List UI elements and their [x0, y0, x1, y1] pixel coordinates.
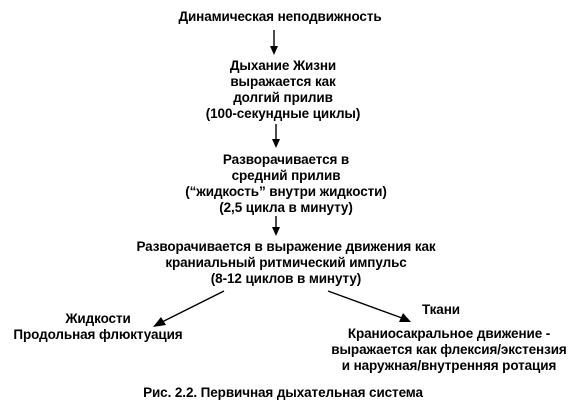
- mid-tide-node: Разворачивается в средний прилив (“жидко…: [185, 152, 387, 216]
- craniosacral-line-1: Краниосакральное движение -: [347, 326, 551, 341]
- craniosacral-line-3: и наружная/внутренняя ротация: [341, 358, 557, 373]
- breath-line-1: Дыхание Жизни: [229, 58, 337, 73]
- fluids-node: Жидкости Продольная флюктуация: [13, 311, 182, 343]
- arrow-midtide-to-expression: [272, 216, 280, 236]
- arrow-top-to-breath: [270, 30, 278, 55]
- tissues-title: Ткани: [422, 302, 460, 318]
- mid-tide-line-2: средний прилив: [231, 168, 341, 183]
- figure-caption: Рис. 2.2. Первичная дыхательная система: [143, 385, 423, 401]
- arrow-expression-to-fluids: [153, 290, 225, 327]
- cranial-impulse-line-1: Разворачивается в выражение движения как: [136, 239, 436, 254]
- craniosacral-node: Краниосакральное движение - выражается к…: [331, 326, 567, 374]
- dynamic-stillness-label: Динамическая неподвижность: [178, 9, 382, 24]
- mid-tide-line-3: (“жидкость” внутри жидкости): [185, 184, 387, 199]
- cranial-impulse-line-2: краниальный ритмический импульс: [165, 255, 407, 270]
- arrow-expression-to-tissues: [327, 290, 411, 322]
- fluids-subtitle: Продольная флюктуация: [13, 327, 183, 342]
- breath-line-2: выражается как: [230, 74, 336, 89]
- dynamic-stillness-node: Динамическая неподвижность: [178, 9, 381, 25]
- cranial-impulse-line-3: (8-12 циклов в минуту): [210, 271, 362, 286]
- caption-text: Рис. 2.2. Первичная дыхательная система: [143, 385, 423, 400]
- arrow-breath-to-midtide: [272, 124, 280, 148]
- mid-tide-line-4: (2,5 цикла в минуту): [219, 200, 353, 215]
- tissues-label: Ткани: [422, 302, 460, 317]
- cranial-impulse-node: Разворачивается в выражение движения как…: [136, 239, 435, 287]
- breath-line-3: долгий прилив: [233, 90, 333, 105]
- breath-of-life-node: Дыхание Жизни выражается как долгий прил…: [205, 58, 361, 122]
- craniosacral-line-2: выражается как флексия/экстензия: [331, 342, 567, 357]
- mid-tide-line-1: Разворачивается в: [222, 152, 350, 167]
- breath-line-4: (100-секундные циклы): [205, 106, 361, 121]
- fluids-title: Жидкости: [65, 311, 131, 326]
